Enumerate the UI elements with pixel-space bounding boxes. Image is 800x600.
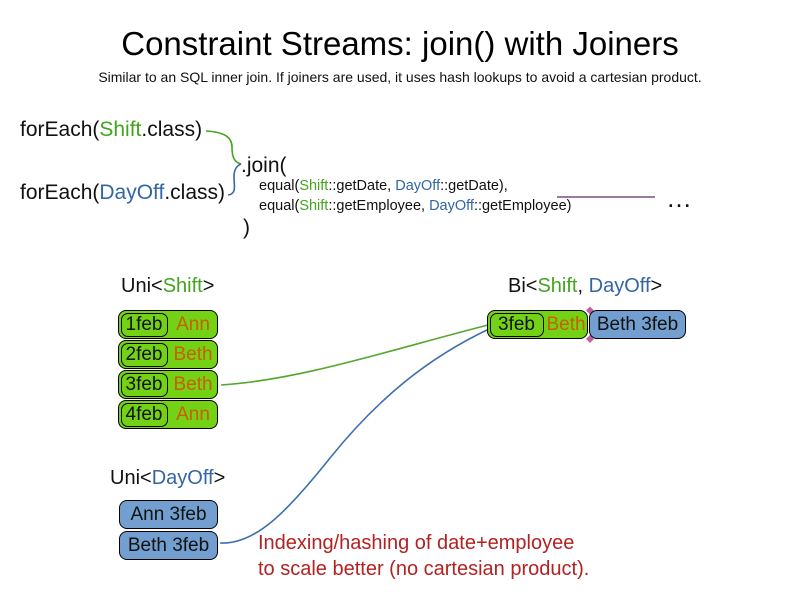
code-text: .class) bbox=[164, 181, 226, 204]
dayoff-class-name: DayOff bbox=[588, 275, 651, 297]
dayoff-to-bi-blue-connector bbox=[219, 328, 490, 544]
shift-class-name: Shift bbox=[299, 178, 329, 194]
employee-cell: Beth bbox=[173, 343, 213, 365]
dayoff-class-name: DayOff bbox=[151, 467, 214, 489]
shift-class-name: Shift bbox=[99, 118, 142, 141]
table-row: 3feb Beth bbox=[118, 370, 218, 399]
page-title: Constraint Streams: join() with Joiners bbox=[121, 25, 679, 62]
bi-result-row: 3feb Beth Beth 3feb bbox=[487, 310, 686, 339]
employee-cell: Ann bbox=[176, 403, 210, 425]
bi-shift-cell: 3feb Beth bbox=[487, 310, 588, 339]
label-text: > bbox=[202, 275, 215, 297]
date-cell: 3feb bbox=[120, 372, 168, 397]
joiner-equal-date-line: equal(Shift::getDate, DayOff::getDate), bbox=[259, 177, 571, 197]
label-text: > bbox=[213, 467, 226, 489]
label-text: Bi< bbox=[508, 275, 538, 297]
foreach-shift-line: forEach(Shift.class) bbox=[20, 117, 202, 143]
table-row: Ann 3feb bbox=[119, 500, 218, 529]
code-text: equal( bbox=[259, 197, 300, 214]
indexing-note: Indexing/hashing of date+employee to sca… bbox=[258, 530, 589, 582]
joiner-equal-employee-line: equal(Shift::getEmployee, DayOff::getEmp… bbox=[259, 197, 571, 217]
shift-class-name: Shift bbox=[162, 275, 203, 297]
bi-label: Bi<Shift, DayOff> bbox=[508, 275, 662, 298]
date-cell: 4feb bbox=[120, 402, 168, 427]
table-row: 2feb Beth bbox=[118, 340, 218, 369]
uni-dayoff-table: Ann 3feb Beth 3feb bbox=[119, 500, 218, 560]
code-text: forEach( bbox=[20, 118, 100, 141]
joiner-lines: equal(Shift::getDate, DayOff::getDate), … bbox=[259, 177, 571, 216]
ellipsis: … bbox=[666, 183, 692, 213]
code-text: equal( bbox=[259, 178, 300, 194]
code-text: ::getDate, bbox=[328, 178, 396, 194]
uni-shift-table: 1feb Ann 2feb Beth 3feb Beth 4feb Ann bbox=[118, 310, 218, 429]
code-text: ::getEmployee) bbox=[473, 197, 572, 214]
brace-lower-blue-curve bbox=[227, 163, 242, 196]
dayoff-class-name: DayOff bbox=[99, 181, 165, 204]
table-row: 4feb Ann bbox=[118, 400, 218, 429]
uni-dayoff-label: Uni<DayOff> bbox=[110, 467, 225, 490]
page-subtitle: Similar to an SQL inner join. If joiners… bbox=[98, 69, 702, 85]
table-row: 1feb Ann bbox=[118, 310, 218, 339]
bi-dayoff-cell: Beth 3feb bbox=[589, 310, 686, 339]
date-cell: 2feb bbox=[120, 342, 168, 367]
shift-to-bi-green-connector bbox=[220, 324, 489, 386]
code-text: ::getEmployee, bbox=[328, 197, 430, 214]
employee-cell: Ann bbox=[176, 313, 210, 335]
dayoff-class-name: DayOff bbox=[395, 178, 441, 194]
date-cell: 3feb bbox=[489, 312, 544, 337]
employee-cell: Beth bbox=[173, 373, 213, 395]
table-row: Beth 3feb bbox=[119, 531, 218, 560]
code-text: ::getDate), bbox=[440, 178, 508, 194]
join-open-line: .join( bbox=[241, 154, 287, 177]
uni-shift-label: Uni<Shift> bbox=[121, 275, 214, 298]
employee-cell: Beth bbox=[546, 313, 586, 335]
shift-class-name: Shift bbox=[537, 275, 578, 297]
label-text: , bbox=[577, 275, 589, 297]
dayoff-class-name: DayOff bbox=[429, 197, 474, 214]
code-text: .class) bbox=[141, 118, 203, 141]
shift-class-name: Shift bbox=[299, 197, 329, 214]
note-line: Indexing/hashing of date+employee bbox=[258, 532, 575, 554]
label-text: Uni< bbox=[110, 467, 152, 489]
label-text: Uni< bbox=[121, 275, 163, 297]
brace-upper-green-curve bbox=[205, 130, 242, 165]
code-text: forEach( bbox=[20, 181, 100, 204]
label-text: > bbox=[650, 275, 663, 297]
join-close-line: ) bbox=[243, 216, 250, 239]
foreach-dayoff-line: forEach(DayOff.class) bbox=[20, 180, 225, 206]
date-cell: 1feb bbox=[120, 312, 168, 337]
note-line: to scale better (no cartesian product). bbox=[258, 558, 590, 580]
